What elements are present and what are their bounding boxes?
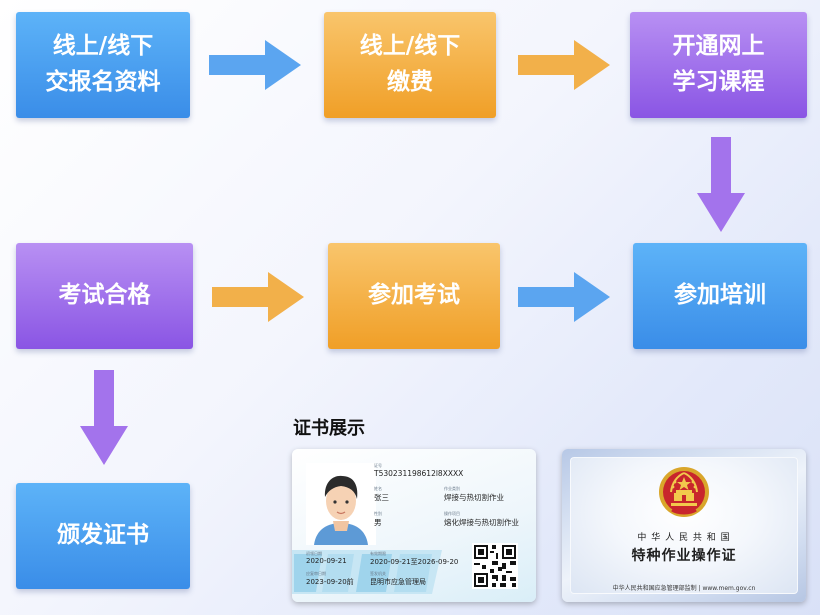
arrow-down-icon — [697, 137, 745, 232]
cover-footer: 中华人民共和国应急管理部监制 | www.mem.gov.cn — [612, 585, 756, 592]
arrow-right-icon — [518, 40, 610, 90]
showcase-title: 证书展示 — [293, 418, 365, 439]
review-date: 2023-09-20前 — [306, 578, 354, 586]
valid-period: 2020-09-21至2026-09-20 — [370, 558, 459, 566]
arrow-right-icon — [518, 272, 610, 322]
work-category: 焊接与热切割作业 — [444, 493, 504, 502]
arrow-down-icon — [80, 370, 128, 465]
arrow-right-icon — [209, 40, 301, 90]
step-payment: 线上/线下 缴费 — [324, 12, 496, 118]
id-number: T530231198612l8XXXX — [374, 469, 464, 478]
id-label: 证号 — [374, 463, 382, 468]
valid-label: 有效期限 — [370, 551, 386, 556]
step-take-exam: 参加考试 — [328, 243, 500, 349]
decorative-band — [292, 550, 442, 594]
national-emblem-icon — [659, 467, 709, 517]
first-issue-date: 2020-09-21 — [306, 557, 347, 565]
arrow-right-icon — [212, 272, 304, 322]
step-attend-training: 参加培训 — [633, 243, 807, 349]
issuer-label: 签发机关 — [370, 571, 386, 576]
gender-label: 性别 — [374, 511, 382, 516]
operation-project: 熔化焊接与热切割作业 — [444, 518, 519, 527]
cover-country: 中 华 人 民 共 和 国 — [637, 533, 731, 543]
step-submit-materials: 线上/线下 交报名资料 — [16, 12, 190, 118]
category-label: 作业类别 — [444, 486, 460, 491]
issuing-authority: 昆明市应急管理局 — [370, 578, 426, 586]
holder-name: 张三 — [374, 493, 389, 502]
holder-gender: 男 — [374, 518, 382, 527]
certificate-id-card: 证号 T530231198612l8XXXX 姓名 张三 作业类别 焊接与热切割… — [292, 449, 536, 602]
step-issue-certificate: 颁发证书 — [16, 483, 190, 589]
certificate-cover-card: 中 华 人 民 共 和 国 特种作业操作证 中华人民共和国应急管理部监制 | w… — [562, 449, 806, 602]
step-open-online-course: 开通网上 学习课程 — [630, 12, 807, 118]
cover-title: 特种作业操作证 — [631, 548, 737, 564]
first-issue-label: 初领日期 — [306, 551, 322, 556]
name-label: 姓名 — [374, 486, 382, 491]
project-label: 操作项目 — [444, 511, 460, 516]
review-label: 应复审日期 — [306, 571, 326, 576]
qr-code-icon — [472, 543, 518, 589]
portrait-image — [306, 463, 376, 545]
step-pass-exam: 考试合格 — [16, 243, 193, 349]
